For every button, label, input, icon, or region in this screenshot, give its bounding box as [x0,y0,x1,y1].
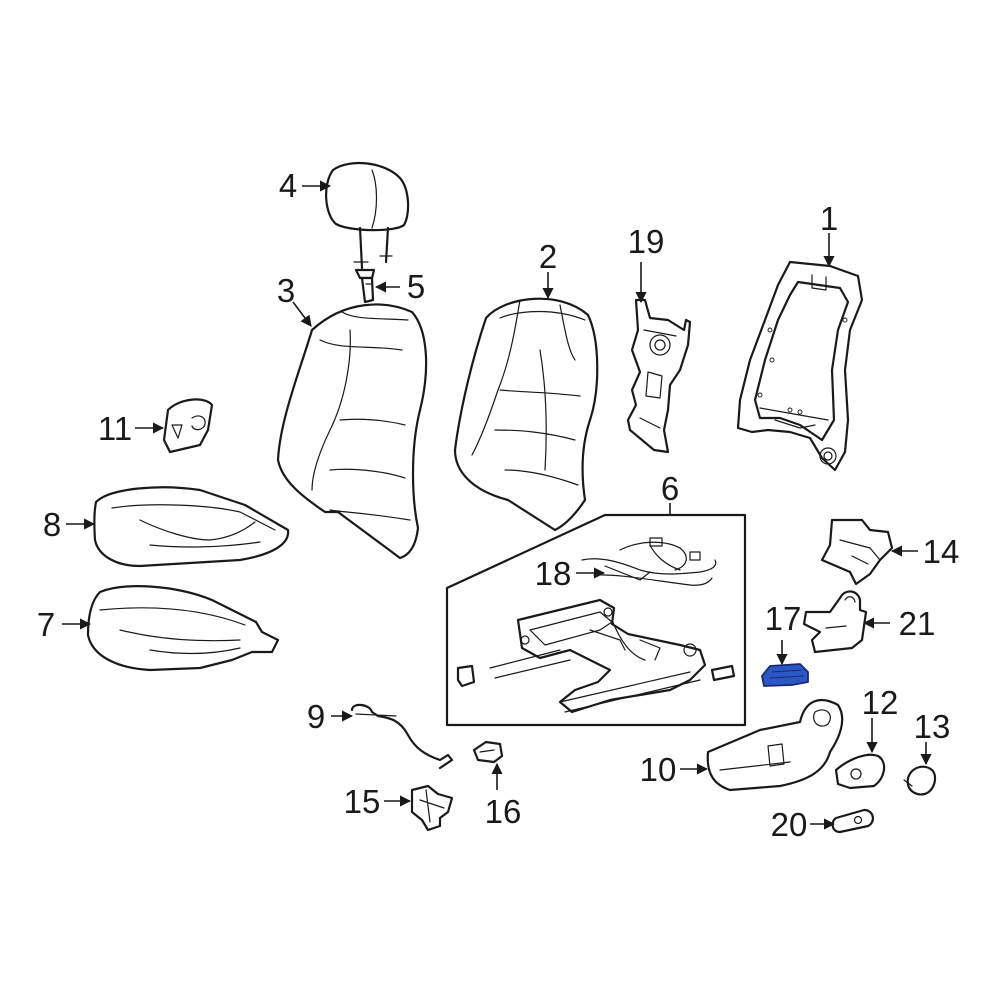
part-11-cover[interactable] [162,398,214,454]
callout-9: 9 [307,698,325,735]
callout-8: 8 [43,506,61,543]
callout-3: 3 [277,272,295,309]
callout-17: 17 [765,600,802,637]
part-5-headrest-guide[interactable] [354,268,376,304]
part-18-wire-harness[interactable] [581,537,717,586]
callout-18: 18 [535,555,572,592]
part-17-highlighted[interactable] [761,663,809,687]
part-9-rod[interactable] [350,703,454,770]
part-15-fastener[interactable] [410,784,454,832]
part-6-seat-adjuster[interactable] [445,513,747,727]
callout-12: 12 [862,684,899,721]
callout-16: 16 [485,793,522,830]
callout-15: 15 [344,783,381,820]
leader-lines [62,180,932,830]
callout-10: 10 [640,751,677,788]
callout-4: 4 [279,167,297,204]
leader-3 [292,301,312,327]
part-1-seatback-frame[interactable] [736,260,864,472]
part-16-clip[interactable] [472,740,504,764]
callout-7: 7 [37,606,55,643]
part-2-seatback-pad[interactable] [453,297,599,532]
callout-5: 5 [407,268,425,305]
callout-11: 11 [98,410,132,447]
part-12-knob[interactable] [834,753,886,790]
callout-14: 14 [923,533,960,570]
callout-6: 6 [661,470,679,507]
part-3-seatback-cover[interactable] [276,303,428,560]
callout-1: 1 [820,200,838,237]
part-13-cap[interactable] [903,765,937,796]
part-7-cushion-pad[interactable] [86,585,280,672]
part-10-side-shield[interactable] [706,699,844,792]
part-21-hook-bracket[interactable] [802,590,868,654]
part-4-headrest[interactable] [325,162,410,270]
callout-20: 20 [771,806,808,843]
callout-13: 13 [914,708,951,745]
part-8-cushion-cover[interactable] [93,486,290,568]
part-20-handle[interactable] [831,808,874,834]
callout-2: 2 [539,238,557,275]
part-19-side-bracket[interactable] [626,298,692,454]
callout-labels: 1 2 3 4 5 6 7 8 9 10 11 12 13 14 15 16 1… [37,167,960,843]
callout-21: 21 [899,605,936,642]
part-14-bracket[interactable] [820,518,894,586]
callout-19: 19 [628,223,665,260]
